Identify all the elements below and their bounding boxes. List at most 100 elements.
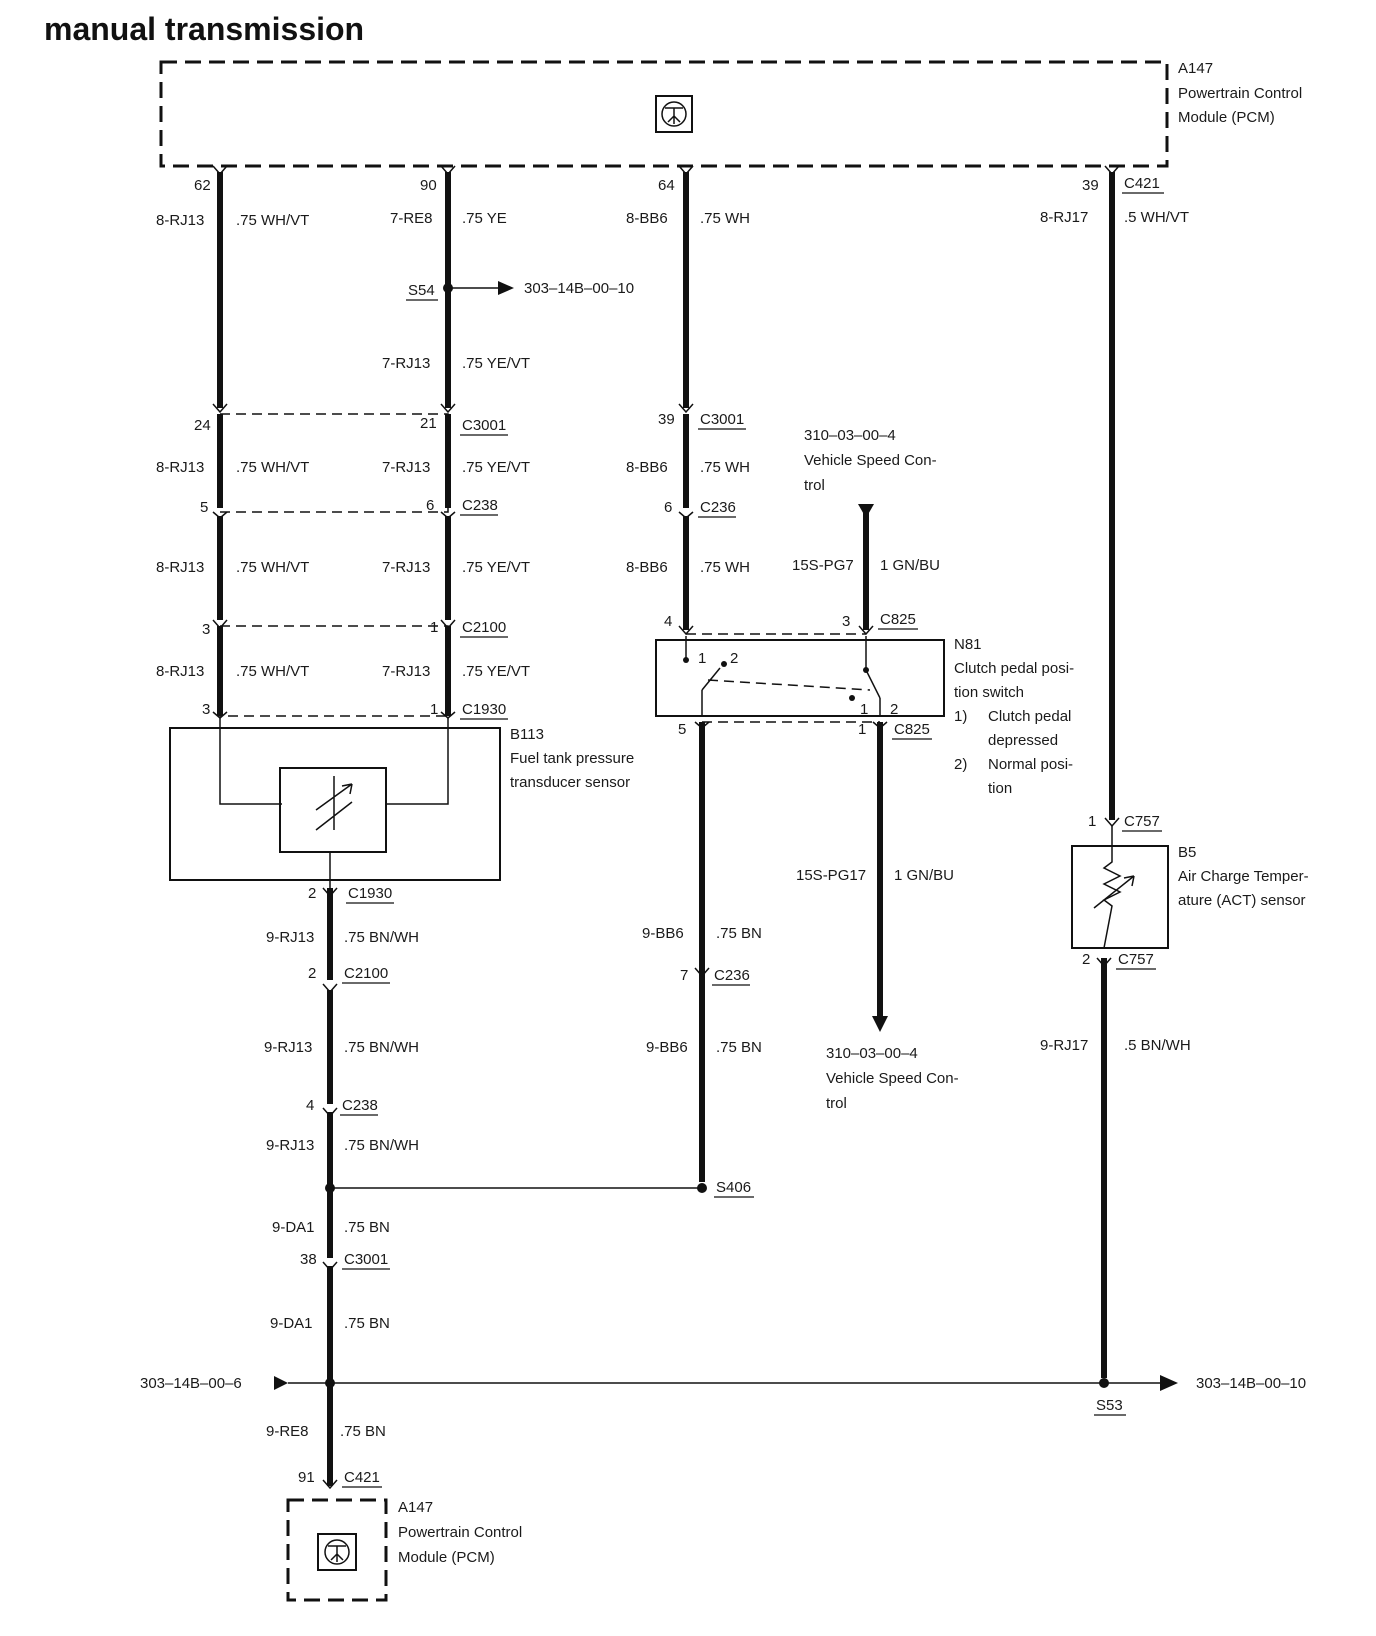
wire-4-circuit: 8-RJ17 (1040, 209, 1088, 226)
conn-c825-bottom: C825 (894, 721, 930, 738)
vsc-bottom-line1: Vehicle Speed Con- (826, 1070, 959, 1087)
pcm-top-icon (655, 95, 693, 133)
wire-6-circuit: 8-RJ13 (156, 459, 204, 476)
n81-box (655, 639, 945, 717)
n81-note1-line2: depressed (988, 732, 1058, 749)
connector-marks (212, 165, 1120, 1490)
wire-5-circuit: 7-RJ13 (382, 355, 430, 372)
b113-name-line2: transducer sensor (510, 774, 630, 791)
wire-21-circuit: 9-RJ13 (266, 1137, 314, 1154)
pcm-bottom-id: A147 (398, 1499, 433, 1516)
b113-variable-resistor-icon (315, 776, 353, 831)
wire-19-color: .75 BN (716, 1039, 762, 1056)
pin-4-c825: 4 (664, 613, 672, 630)
s54-ref: 303–14B–00–10 (524, 280, 634, 297)
wire-22-circuit: 9-DA1 (272, 1219, 315, 1236)
pin-3-c825: 3 (842, 613, 850, 630)
wire-3-circuit: 8-BB6 (626, 210, 668, 227)
pin-64: 64 (658, 177, 675, 194)
splice-s406-dot (697, 1183, 707, 1193)
diagram-title: manual transmission (44, 11, 364, 47)
connector-c2100-c1930-outline (219, 625, 449, 717)
conn-c1930-ab: C1930 (462, 701, 506, 718)
splice-junction-left (325, 1378, 335, 1388)
wire-14-circuit: 7-RJ13 (382, 663, 430, 680)
pin-3-c1930: 3 (202, 701, 210, 718)
wire-17-circuit: 9-BB6 (642, 925, 684, 942)
wire-8-color: .75 WH (700, 459, 750, 476)
conn-c236-c: C236 (700, 499, 736, 516)
conn-c421-top: C421 (1124, 175, 1160, 192)
n81-contact-2b: 2 (890, 701, 898, 718)
connector-labels: C421 C3001 C3001 C238 C236 C2100 C825 C1… (340, 175, 1164, 1488)
wire-17-color: .75 BN (716, 925, 762, 942)
n81-note1-line1: Clutch pedal (988, 708, 1071, 725)
conn-c238-e: C238 (342, 1097, 378, 1114)
right-ref-arrow-icon (1160, 1375, 1178, 1391)
pin-4-c238: 4 (306, 1097, 314, 1114)
wire-11-color: .75 WH (700, 559, 750, 576)
conn-c238-ab: C238 (462, 497, 498, 514)
pin-5: 5 (200, 499, 208, 516)
wire-1-color: .75 WH/VT (236, 212, 309, 229)
wire-15-color: 1 GN/BU (894, 867, 954, 884)
wire-13-circuit: 8-RJ13 (156, 663, 204, 680)
wire-10-color: .75 YE/VT (462, 559, 530, 576)
pin-2-c2100: 2 (308, 965, 316, 982)
pin-39-c3001: 39 (658, 411, 675, 428)
wire-12-color: 1 GN/BU (880, 557, 940, 574)
conn-c3001-c: C3001 (700, 411, 744, 428)
conn-c421-bottom: C421 (344, 1469, 380, 1486)
wire-7-circuit: 7-RJ13 (382, 459, 430, 476)
wire-labels: 8-RJ13 .75 WH/VT 7-RE8 .75 YE 8-BB6 .75 … (156, 209, 1191, 1440)
n81-note2-num: 2) (954, 756, 967, 773)
wire-7-color: .75 YE/VT (462, 459, 530, 476)
pin-6-c236: 6 (664, 499, 672, 516)
wire-5-color: .75 YE/VT (462, 355, 530, 372)
wire-1-circuit: 8-RJ13 (156, 212, 204, 229)
wire-13-color: .75 WH/VT (236, 663, 309, 680)
pin-5-c825: 5 (678, 721, 686, 738)
n81-contact-2a: 2 (730, 650, 738, 667)
conn-c2100-ab: C2100 (462, 619, 506, 636)
n81-note2-line2: tion (988, 780, 1012, 797)
pcm-top-id: A147 (1178, 60, 1213, 77)
b5-name-line2: ature (ACT) sensor (1178, 892, 1306, 909)
b113-box (169, 727, 501, 881)
wire-23-color: .75 BN (344, 1315, 390, 1332)
wire-9-circuit: 8-RJ13 (156, 559, 204, 576)
b113-id: B113 (510, 726, 544, 743)
pin-1-c2100: 1 (430, 619, 438, 636)
vsc-top-arrow-icon (858, 504, 874, 518)
wire-4-color: .5 WH/VT (1124, 209, 1189, 226)
b5-box (1071, 845, 1169, 949)
b113-name-line1: Fuel tank pressure (510, 750, 634, 767)
vsc-top-code: 310–03–00–4 (804, 427, 896, 444)
conn-c825-top: C825 (880, 611, 916, 628)
pcm-bottom-icon (317, 1533, 357, 1571)
splice-s53-label: S53 (1096, 1397, 1123, 1414)
wire-24-color: .75 BN (340, 1423, 386, 1440)
pin-3-c2100: 3 (202, 621, 210, 638)
pcm-bottom-box (286, 1498, 388, 1602)
wire-20-circuit: 9-RJ17 (1040, 1037, 1088, 1054)
n81-name-line1: Clutch pedal posi- (954, 660, 1074, 677)
conn-c1930-e: C1930 (348, 885, 392, 902)
conn-c236-bottom: C236 (714, 967, 750, 984)
pin-1-c1930: 1 (430, 701, 438, 718)
wire-16-circuit: 9-RJ13 (266, 929, 314, 946)
wire-21-color: .75 BN/WH (344, 1137, 419, 1154)
pcm-bottom-name-line1: Powertrain Control (398, 1524, 522, 1541)
pin-39-top: 39 (1082, 177, 1099, 194)
splice-s54-label: S54 (408, 282, 435, 299)
pin-21: 21 (420, 415, 437, 432)
pin-2-c1930: 2 (308, 885, 316, 902)
b5-thermistor-icon (1102, 826, 1122, 949)
pcm-top-box (159, 60, 1169, 168)
b113-element (279, 767, 387, 853)
wire-12-circuit: 15S-PG7 (792, 557, 854, 574)
vsc-bottom-code: 310–03–00–4 (826, 1045, 918, 1062)
wire-19-circuit: 9-BB6 (646, 1039, 688, 1056)
left-ref: 303–14B–00–6 (140, 1375, 242, 1392)
